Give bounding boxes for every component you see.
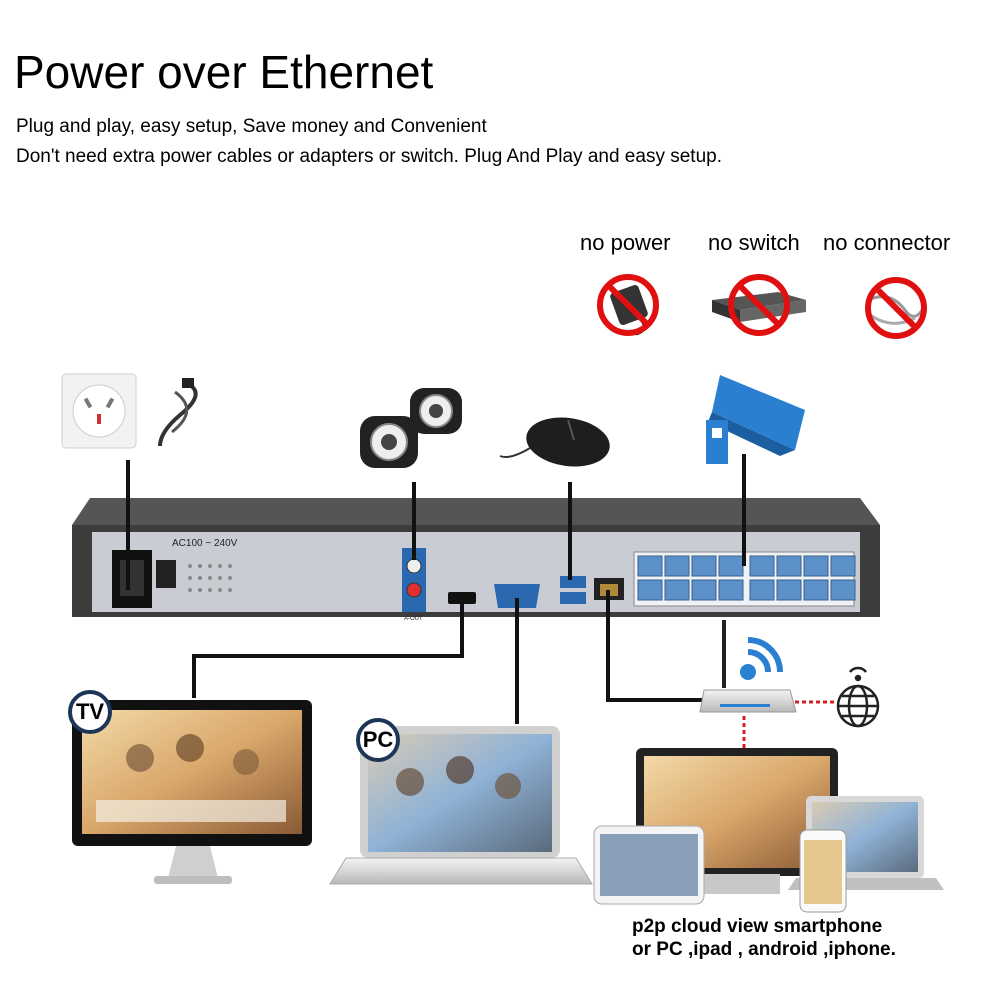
poe-port [637,579,663,601]
mouse-icon [499,417,610,467]
power-cord-icon [158,378,198,447]
router-icon [699,620,797,713]
pc-badge: PC [356,718,400,762]
globe-icon [836,666,880,728]
poe-port [691,555,717,577]
no-switch-label: no switch [708,230,800,255]
connector-cable-icon [865,277,927,339]
poe-port [776,579,802,601]
connection-lines [126,454,746,724]
poe-port [718,555,744,577]
subtitle-line-2: Don't need extra power cables or adapter… [16,146,722,167]
no-power-label: no power [580,230,671,255]
subtitle-line-1: Plug and play, easy setup, Save money an… [16,116,487,137]
wall-socket-icon [61,373,137,449]
network-switch-icon [712,274,806,336]
poe-port [830,555,856,577]
poe-port [749,555,775,577]
poe-port [691,579,717,601]
audio-out-label: A-OUT [404,616,423,622]
poe-port [664,579,690,601]
page-title: Power over Ethernet [14,46,434,98]
poe-port [664,555,690,577]
caption-line-2: or PC ,ipad , android ,iphone. [632,939,896,960]
poe-port [718,579,744,601]
poe-port-block [637,555,856,601]
pc-laptop [329,726,593,885]
power-adapter-icon [597,274,659,336]
poe-port [803,579,829,601]
poe-port [830,579,856,601]
poe-port [637,555,663,577]
tv-badge: TV [68,690,112,734]
power-input-label: AC100 ~ 240V [172,538,238,549]
remote-devices [593,748,944,913]
no-connector-label: no connector [823,230,951,255]
camera-icon [706,375,805,464]
nvr-recorder [72,498,880,617]
poe-port [749,579,775,601]
poe-port [803,555,829,577]
wifi-icon [740,637,783,680]
speakers-icon [360,388,462,468]
poe-port [776,555,802,577]
tv-monitor [72,700,312,884]
caption-line-1: p2p cloud view smartphone [632,916,883,937]
